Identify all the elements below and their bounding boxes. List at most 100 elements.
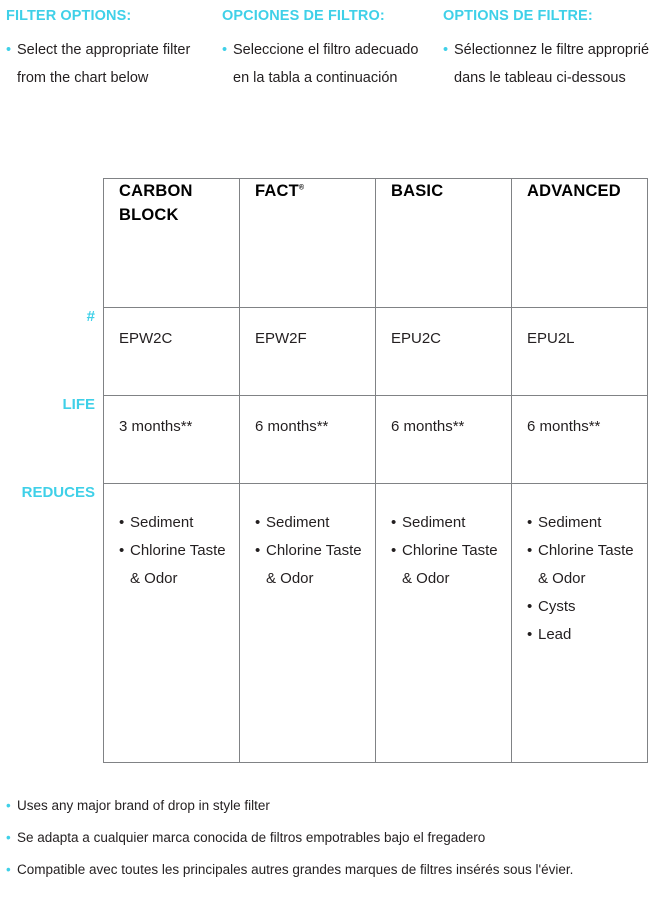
cell-reduces-fact: • Sediment • Chlorine Taste & Odor — [239, 483, 376, 763]
reduces-list-item: • Chlorine Taste & Odor — [527, 537, 639, 593]
filter-comparison-table-wrapper: CARBON BLOCK FACT® BASIC ADVANCED # EPW2… — [22, 178, 648, 763]
reduces-list-item: • Sediment — [119, 509, 231, 537]
cell-value: 6 months** — [255, 418, 329, 435]
reduces-list-item-text: Chlorine Taste & Odor — [266, 542, 362, 587]
bullet-icon: • — [255, 514, 261, 531]
cell-value: EPU2C — [391, 330, 442, 347]
bullet-icon: • — [119, 514, 125, 531]
intro-heading-english: FILTER OPTIONS: — [6, 8, 132, 24]
table-body: # EPW2C EPW2F EPU2C EPU2L LIFE 3 months*… — [22, 307, 648, 763]
cell-part-number-carbon-block: # EPW2C — [87, 307, 240, 396]
bullet-icon: • — [255, 542, 261, 559]
column-header-basic: BASIC — [375, 178, 512, 308]
intro-block-french: OPTIONS DE FILTRE: • Sélectionnez le fil… — [443, 6, 658, 92]
reduces-list-item-text: Cysts — [538, 598, 576, 615]
reduces-list: • Sediment • Chlorine Taste & Odor — [376, 484, 511, 601]
intro-item-spanish: • Seleccione el filtro adecuado en la ta… — [222, 36, 437, 92]
cell-value: EPW2F — [255, 330, 307, 347]
intro-instructions-row: FILTER OPTIONS: • Select the appropriate… — [0, 0, 660, 172]
reduces-list-item-text: Chlorine Taste & Odor — [130, 542, 226, 587]
footnote-english: • Uses any major brand of drop in style … — [6, 790, 660, 822]
reduces-list: • Sediment • Chlorine Taste & Odor — [240, 484, 375, 601]
reduces-list-item-text: Chlorine Taste & Odor — [402, 542, 498, 587]
reduces-list-item: • Sediment — [527, 509, 639, 537]
cell-part-number-basic: EPU2C — [375, 307, 512, 396]
bullet-icon: • — [527, 626, 533, 643]
intro-item-french: • Sélectionnez le filtre approprié dans … — [443, 36, 658, 92]
cell-reduces-basic: • Sediment • Chlorine Taste & Odor — [375, 483, 512, 763]
footnote-text: Uses any major brand of drop in style fi… — [17, 798, 270, 813]
footnote-text: Compatible avec toutes les principales a… — [17, 862, 574, 877]
cell-reduces-carbon-block: REDUCES • Sediment • Chlorine Taste & Odor — [22, 483, 240, 763]
cell-value: EPW2C — [119, 330, 173, 347]
reduces-list-item: • Chlorine Taste & Odor — [391, 537, 503, 593]
reduces-list-item-text: Chlorine Taste & Odor — [538, 542, 634, 587]
footnotes-section: • Uses any major brand of drop in style … — [6, 790, 660, 886]
column-header-fact: FACT® — [239, 178, 376, 308]
column-header-label: CARBON BLOCK — [119, 182, 193, 224]
bullet-icon: • — [119, 542, 125, 559]
cell-life-basic: 6 months** — [375, 395, 512, 484]
reduces-list-item: • Lead — [527, 621, 639, 649]
reduces-list: • Sediment • Chlorine Taste & Odor — [104, 484, 239, 601]
footnote-text: Se adapta a cualquier marca conocida de … — [17, 830, 486, 845]
intro-item-text: Sélectionnez le filtre approprié dans le… — [454, 42, 650, 86]
cell-value: 3 months** — [119, 418, 193, 435]
column-header-advanced: ADVANCED — [511, 178, 648, 308]
intro-item-text: Select the appropriate filter from the c… — [17, 42, 191, 86]
bullet-icon: • — [6, 862, 11, 877]
bullet-icon: • — [527, 598, 533, 615]
reduces-list-item-text: Sediment — [402, 514, 466, 531]
reduces-list: • Sediment • Chlorine Taste & Odor • Cysts • Le… — [512, 484, 647, 657]
intro-heading-spanish: OPCIONES DE FILTRO: — [222, 8, 385, 24]
intro-item-text: Seleccione el filtro adecuado en la tabl… — [233, 42, 419, 86]
bullet-icon: • — [6, 798, 11, 813]
row-label-reduces: REDUCES — [21, 484, 95, 501]
bullet-icon: • — [391, 514, 397, 531]
table-header: CARBON BLOCK FACT® BASIC ADVANCED — [103, 178, 648, 308]
bullet-icon: • — [391, 542, 397, 559]
reduces-list-item-text: Sediment — [130, 514, 194, 531]
column-header-label: ADVANCED — [527, 182, 621, 200]
table-header-row: CARBON BLOCK FACT® BASIC ADVANCED — [103, 178, 648, 308]
cell-value: 6 months** — [391, 418, 465, 435]
cell-life-advanced: 6 months** — [511, 395, 648, 484]
bullet-icon: • — [6, 42, 12, 58]
bullet-icon: • — [222, 42, 228, 58]
cell-life-carbon-block: LIFE 3 months** — [63, 395, 240, 484]
reduces-list-item: • Sediment — [255, 509, 367, 537]
bullet-icon: • — [527, 542, 533, 559]
table-row-reduces: REDUCES •Sediment•Chlorine Taste & Odor … — [22, 483, 648, 763]
reduces-list-item: • Cysts — [527, 593, 639, 621]
row-label-part-number: # — [86, 308, 95, 325]
table-row-life: LIFE 3 months** 6 months** 6 months** 6 … — [63, 395, 648, 484]
bullet-icon: • — [443, 42, 449, 58]
intro-block-spanish: OPCIONES DE FILTRO: • Seleccione el filt… — [222, 6, 437, 92]
reduces-list-item: • Sediment — [391, 509, 503, 537]
row-label-life: LIFE — [62, 396, 96, 413]
footnote-spanish: • Se adapta a cualquier marca conocida d… — [6, 822, 660, 854]
filter-comparison-table: CARBON BLOCK FACT® BASIC ADVANCED # EPW2… — [22, 178, 648, 763]
table-row-part-number: # EPW2C EPW2F EPU2C EPU2L — [87, 307, 648, 396]
intro-item-english: • Select the appropriate filter from the… — [6, 36, 216, 92]
cell-part-number-fact: EPW2F — [239, 307, 376, 396]
reduces-list-item-text: Sediment — [538, 514, 602, 531]
bullet-icon: • — [6, 830, 11, 845]
reduces-list-item: • Chlorine Taste & Odor — [119, 537, 231, 593]
cell-life-fact: 6 months** — [239, 395, 376, 484]
cell-value: EPU2L — [527, 330, 575, 347]
footnote-french: • Compatible avec toutes les principales… — [6, 854, 660, 886]
reduces-list-item: • Chlorine Taste & Odor — [255, 537, 367, 593]
registered-trademark-icon: ® — [298, 184, 305, 192]
cell-value: 6 months** — [527, 418, 601, 435]
intro-block-english: FILTER OPTIONS: • Select the appropriate… — [6, 6, 216, 92]
cell-part-number-advanced: EPU2L — [511, 307, 648, 396]
column-header-carbon-block: CARBON BLOCK — [103, 178, 240, 308]
intro-heading-french: OPTIONS DE FILTRE: — [443, 8, 593, 24]
cell-reduces-advanced: • Sediment • Chlorine Taste & Odor • Cysts • Le… — [511, 483, 648, 763]
reduces-list-item-text: Sediment — [266, 514, 330, 531]
bullet-icon: • — [527, 514, 533, 531]
column-header-label: FACT® — [240, 179, 375, 203]
reduces-list-item-text: Lead — [538, 626, 572, 643]
column-header-label: BASIC — [391, 182, 444, 200]
